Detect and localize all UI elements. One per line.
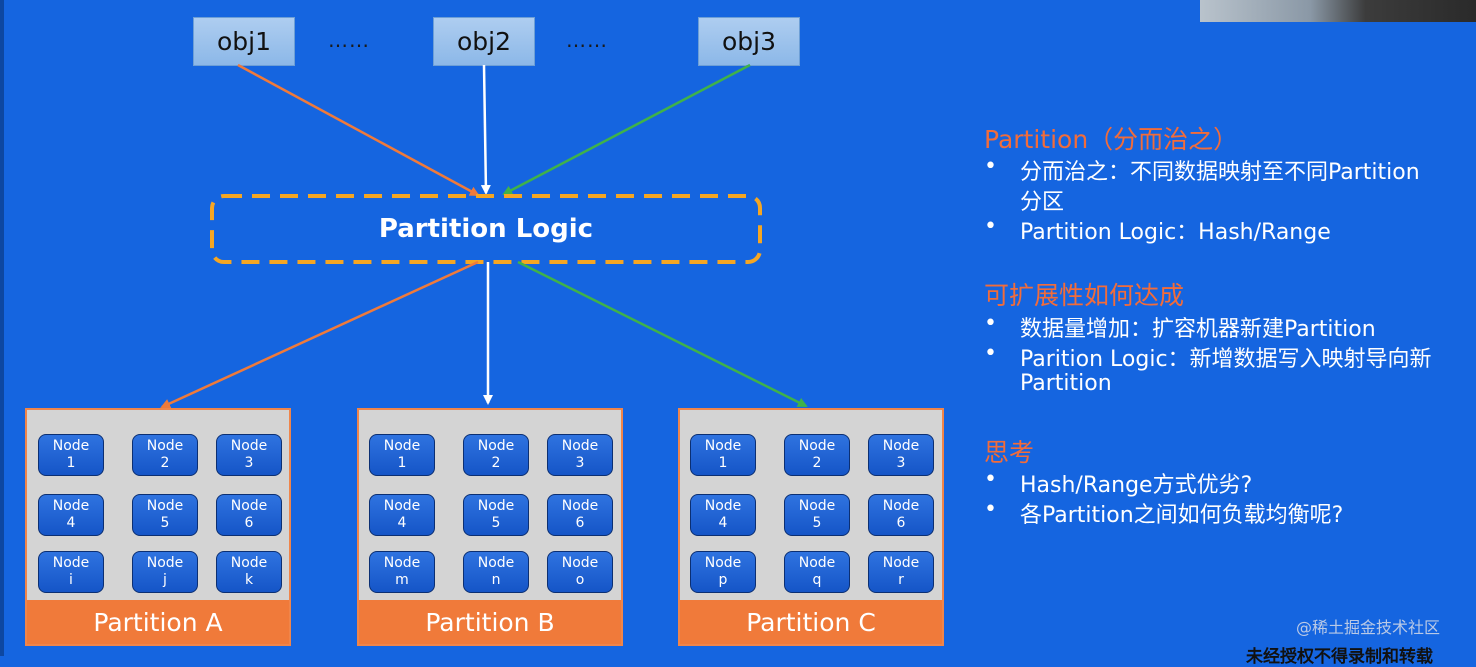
note-item: 分而治之：不同数据映射至不同Partition: [1020, 160, 1420, 185]
obj2-box: obj2: [433, 17, 535, 66]
ellipsis-1: ……: [328, 28, 370, 52]
partition-c-label: Partition C: [680, 600, 942, 644]
bullet-dot: •: [984, 214, 997, 239]
obj3-box: obj3: [698, 17, 800, 66]
obj1-box: obj1: [193, 17, 295, 66]
section-scalability-title: 可扩展性如何达成: [984, 281, 1185, 310]
arrow-obj2-to-logic: [480, 64, 491, 195]
bullet-dot: •: [984, 497, 997, 522]
obj2-label: obj2: [456, 27, 512, 56]
obj3-label: obj3: [721, 27, 777, 56]
partition-a-label: Partition A: [27, 600, 289, 644]
note-item: 各Partition之间如何负载均衡呢?: [1020, 503, 1344, 528]
partition-logic-label: Partition Logic: [378, 214, 594, 244]
obj1-label: obj1: [216, 27, 272, 56]
partition-logic-box: [210, 194, 762, 264]
note-item-continued: 分区: [1020, 190, 1065, 215]
note-item-continued: Partition: [1020, 371, 1112, 396]
ellipsis-2: ……: [566, 28, 608, 52]
bullet-dot: •: [984, 311, 997, 336]
bullet-dot: •: [984, 154, 997, 179]
note-item: Partition Logic：Hash/Range: [1020, 220, 1331, 245]
bullet-dot: •: [984, 467, 997, 492]
watermark: @稀土掘金技术社区: [1296, 618, 1441, 637]
arrow-logic-to-partition-c: [517, 260, 808, 408]
note-item: 数据量增加：扩容机器新建Partition: [1020, 317, 1376, 342]
arrow-obj1-to-logic: [237, 63, 480, 197]
note-item: Hash/Range方式优劣?: [1020, 473, 1253, 498]
section-thinking-title: 思考: [984, 438, 1035, 467]
arrow-obj3-to-logic: [502, 63, 751, 196]
left-edge-strip: [0, 0, 4, 656]
section-partition-title: Partition（分而治之）: [984, 125, 1239, 154]
partition-b-label: Partition B: [359, 600, 621, 644]
webcam-overlay: [1200, 0, 1476, 22]
bullet-dot: •: [984, 341, 997, 366]
arrow-logic-to-partition-a: [160, 260, 479, 409]
note-item: Parition Logic：新增数据写入映射导向新: [1020, 347, 1432, 372]
copyright-notice: 未经授权不得录制和转载: [1246, 647, 1433, 667]
